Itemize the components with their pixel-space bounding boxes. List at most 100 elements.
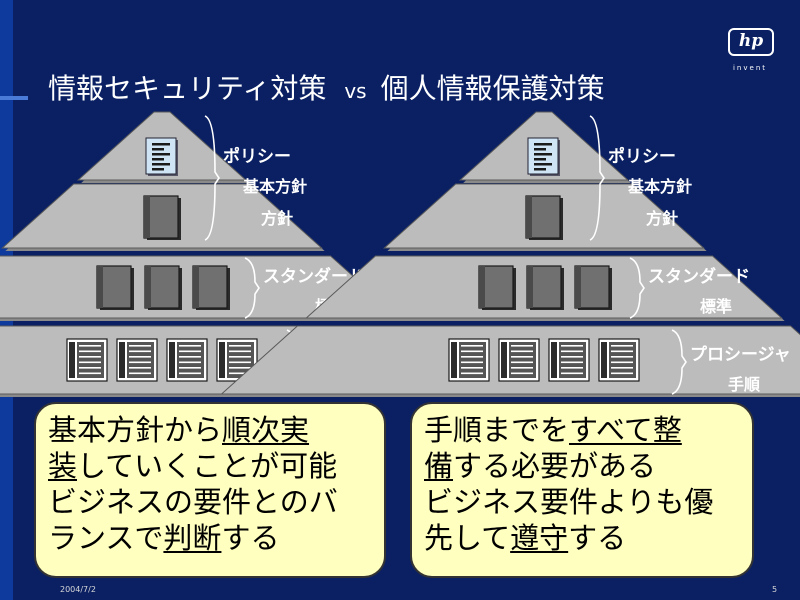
hp-logo-tagline: invent <box>732 64 767 72</box>
title-left: 情報セキュリティ対策 <box>48 72 327 105</box>
manual-stripe <box>79 361 101 364</box>
manual-cover <box>459 342 486 378</box>
tier-bracket <box>671 329 687 395</box>
footer-date: 2004/7/2 <box>60 585 96 594</box>
callout-text: ランスで <box>48 521 164 555</box>
hp-logo: hp invent <box>726 28 774 78</box>
policy-doc-line <box>534 158 546 161</box>
manual-stripe <box>461 372 483 375</box>
manual-stripe <box>79 367 101 369</box>
hp-logo-text: hp <box>738 31 764 51</box>
callout-emphasis: 順次実 <box>222 413 310 447</box>
manual-stripe <box>129 345 151 347</box>
manual-stripe <box>461 345 483 347</box>
binder-spine <box>193 266 199 308</box>
manual-stripe <box>511 372 533 375</box>
hp-logo-badge: hp <box>728 28 774 56</box>
callout-text: ビジネス要件よりも優 <box>424 485 714 519</box>
policy-doc-line <box>152 148 164 151</box>
callout-line: 手順までをすべて整 <box>424 412 740 448</box>
callout-text: 先して <box>424 521 511 555</box>
tier-label-policy: ポリシー <box>608 146 676 167</box>
manual-spine <box>551 342 557 378</box>
callout-text: していくことが可能 <box>77 449 338 483</box>
manual-stripe <box>561 350 583 353</box>
manual-stripe <box>79 350 101 353</box>
policy-doc-line <box>152 158 164 161</box>
callout-right: 手順までをすべて整備する必要があるビジネス要件よりも優先して遵守する <box>410 402 754 578</box>
tier-label-standard: スタンダード <box>648 266 750 287</box>
manual-stripe <box>561 367 583 369</box>
tier-bracket <box>629 257 645 319</box>
tier-label-standard: スタンダード <box>263 266 365 287</box>
policy-doc-line <box>152 143 170 146</box>
callout-line: 備する必要がある <box>424 448 740 484</box>
manual-spine <box>451 342 457 378</box>
manual-stripe <box>229 345 251 347</box>
manual-stripe <box>611 356 633 358</box>
manual-stripe <box>79 356 101 358</box>
title-accent-mark <box>0 96 28 100</box>
callout-emphasis: 備 <box>424 449 454 483</box>
callout-text: 基本方針から <box>48 413 223 447</box>
manual-spine <box>501 342 507 378</box>
manual-stripe <box>511 345 533 347</box>
callout-text: ビジネスの要件とのバ <box>48 485 338 519</box>
manual-stripe <box>511 361 533 364</box>
tier-bracket <box>244 257 260 319</box>
callout-emphasis: すべて整 <box>569 413 682 447</box>
manual-stripe <box>229 361 251 364</box>
binder-spine <box>97 266 103 308</box>
tier-label-policy: ポリシー <box>223 146 291 167</box>
manual-stripe <box>461 350 483 353</box>
callout-left: 基本方針から順次実装していくことが可能ビジネスの要件とのバランスで判断する <box>34 402 386 578</box>
policy-doc-line <box>534 148 546 151</box>
binder-spine <box>526 196 532 238</box>
manual-stripe <box>229 367 251 369</box>
tier-sublabel-policy: 方針 <box>646 209 678 228</box>
manual-spine <box>601 342 607 378</box>
manual-stripe <box>461 367 483 369</box>
manual-stripe <box>179 372 201 375</box>
manual-stripe <box>129 356 151 358</box>
binder-spine <box>144 196 150 238</box>
manual-cover <box>127 342 154 378</box>
title-vs: vs <box>344 79 367 103</box>
manual-stripe <box>561 345 583 347</box>
manual-stripe <box>561 356 583 358</box>
manual-spine <box>69 342 75 378</box>
binder-spine <box>145 266 151 308</box>
tier-sublabel-procedure: 手順 <box>728 375 761 394</box>
title-right: 個人情報保護対策 <box>380 72 605 105</box>
manual-stripe <box>461 356 483 358</box>
manual-cover <box>77 342 104 378</box>
callout-line: ランスで判断する <box>48 520 372 556</box>
callout-line: ビジネスの要件とのバ <box>48 484 372 520</box>
policy-doc-line <box>534 168 546 171</box>
callout-text: する <box>221 521 280 555</box>
tier-sublabel-policy: 方針 <box>261 209 293 228</box>
manual-stripe <box>611 350 633 353</box>
callout-emphasis: 遵守 <box>510 521 569 555</box>
manual-cover <box>509 342 536 378</box>
tier-label-procedure: プロシージャ <box>690 344 791 365</box>
slide-title: 情報セキュリティ対策 vs 個人情報保護対策 <box>48 68 748 110</box>
manual-stripe <box>129 350 151 353</box>
manual-stripe <box>511 356 533 358</box>
manual-stripe <box>129 361 151 364</box>
page-number: 5 <box>772 585 778 594</box>
tier-bracket <box>589 115 605 241</box>
manual-stripe <box>229 372 251 375</box>
manual-stripe <box>129 372 151 375</box>
manual-spine <box>169 342 175 378</box>
manual-stripe <box>179 367 201 369</box>
manual-stripe <box>79 372 101 375</box>
manual-stripe <box>561 361 583 364</box>
manual-stripe <box>179 356 201 358</box>
callout-line: 先して遵守する <box>424 520 740 556</box>
manual-stripe <box>611 361 633 364</box>
policy-doc-line <box>152 153 170 156</box>
manual-cover <box>609 342 636 378</box>
